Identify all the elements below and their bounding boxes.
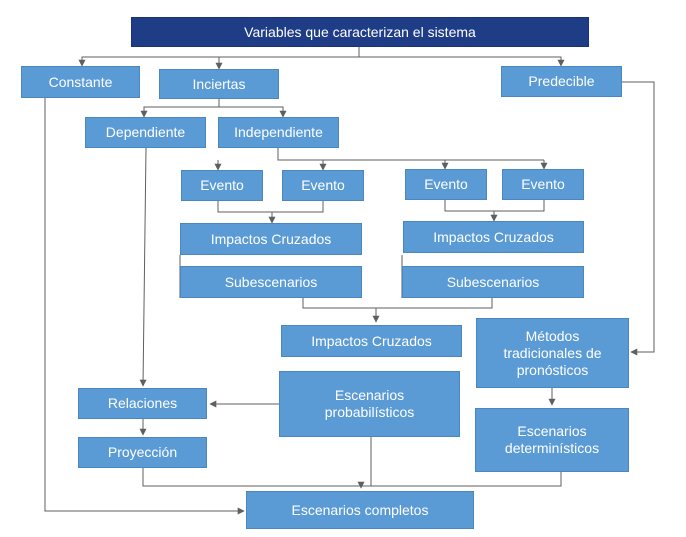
node-inciertas: Inciertas [159, 69, 279, 99]
node-independiente: Independiente [218, 117, 339, 148]
node-deterministicos-label: Escenarios determinísticos [504, 423, 600, 456]
node-subescenarios-left-label: Subescenarios [224, 273, 318, 290]
node-evento-3-label: Evento [424, 176, 468, 192]
node-impactos-right: Impactos Cruzados [403, 221, 584, 253]
node-relaciones-label: Relaciones [107, 395, 178, 411]
edge-constante-completos [44, 98, 245, 515]
node-evento-4: Evento [502, 169, 584, 200]
node-impactos-center-label: Impactos Cruzados [311, 332, 432, 349]
node-completos: Escenarios completos [246, 491, 474, 529]
node-constante: Constante [21, 66, 140, 98]
node-dependiente-label: Dependiente [105, 124, 186, 140]
node-subescenarios-right-label: Subescenarios [446, 273, 540, 290]
node-dependiente: Dependiente [85, 117, 206, 148]
node-impactos-left: Impactos Cruzados [180, 223, 362, 255]
node-metodos: Métodos tradicionales de pronósticos [476, 318, 629, 388]
node-proyeccion: Proyección [78, 437, 207, 468]
node-impactos-right-label: Impactos Cruzados [433, 228, 554, 245]
node-evento-2-label: Evento [301, 177, 345, 193]
node-evento-1: Evento [181, 170, 263, 201]
node-subescenarios-right: Subescenarios [402, 266, 584, 298]
edge-dependiente-relaciones [139, 147, 147, 387]
node-predecible: Predecible [501, 66, 622, 97]
edge-inciertas-dependiente [140, 99, 220, 118]
edge-predecible-metodos [622, 81, 655, 356]
edge-bottom-merge [142, 437, 562, 488]
node-probabilisticos-label: Escenarios probabilísticos [324, 387, 415, 420]
node-proyeccion-label: Proyección [107, 444, 178, 460]
node-metodos-label: Métodos tradicionales de pronósticos [503, 327, 602, 378]
node-title-label: Variables que caracterizan el sistema [244, 23, 476, 40]
node-subescenarios-left: Subescenarios [180, 266, 362, 298]
node-evento-2: Evento [282, 170, 364, 201]
node-independiente-label: Independiente [234, 124, 323, 140]
node-constante-label: Constante [48, 73, 113, 90]
node-probabilisticos: Escenarios probabilísticos [279, 371, 460, 437]
node-evento-4-label: Evento [521, 176, 565, 192]
node-inciertas-label: Inciertas [192, 75, 246, 92]
node-completos-label: Escenarios completos [291, 501, 429, 518]
node-evento-3: Evento [405, 169, 487, 200]
edge-title-constante [78, 47, 360, 67]
edge-inciertas-independiente [219, 106, 287, 118]
node-predecible-label: Predecible [528, 73, 595, 89]
edge-eventos-impactos-right [444, 200, 545, 221]
node-evento-1-label: Evento [200, 177, 244, 193]
node-relaciones: Relaciones [78, 388, 207, 419]
edge-title-predecible [359, 56, 565, 67]
node-title: Variables que caracterizan el sistema [131, 17, 589, 47]
node-impactos-left-label: Impactos Cruzados [210, 230, 332, 247]
edge-subescenarios-impactos-center [302, 298, 493, 322]
node-impactos-center: Impactos Cruzados [281, 325, 462, 357]
edge-eventos-impactos-left [217, 201, 324, 223]
edge-independiente-eventos [277, 148, 544, 161]
node-deterministicos: Escenarios determinísticos [475, 408, 629, 472]
